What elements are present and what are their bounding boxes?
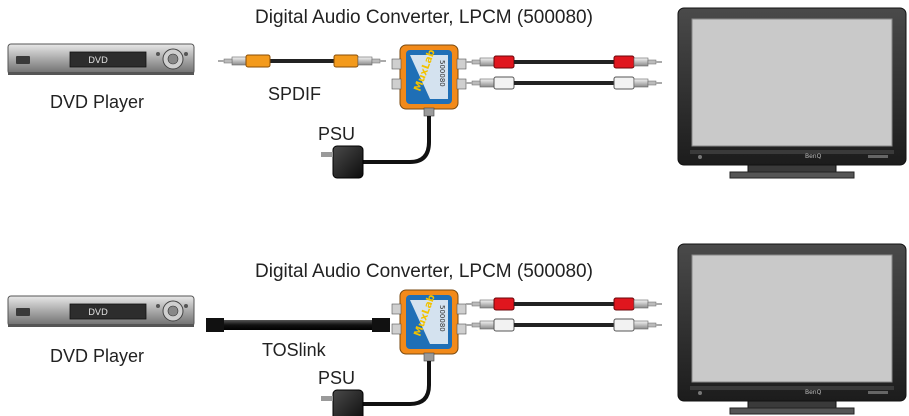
- tv-brand: BenQ: [805, 153, 822, 160]
- source-device-label: DVD Player: [50, 346, 144, 366]
- source-device-label: DVD Player: [50, 92, 144, 112]
- dvd-display-text: DVD: [88, 308, 108, 318]
- rca-red-cable: [465, 297, 663, 311]
- rca-red-cable: [465, 55, 663, 69]
- psu-cable: [362, 361, 431, 406]
- diagram-bottom: Digital Audio Converter, LPCM (500080) D…: [7, 243, 907, 416]
- tv-display-device: [677, 7, 907, 179]
- spdif-cable: [217, 54, 387, 68]
- psu-device: [320, 389, 364, 416]
- rca-white-cable: [465, 76, 663, 90]
- tv-display-device: [677, 243, 907, 415]
- toslink-cable: [206, 318, 390, 332]
- psu-label: PSU: [318, 124, 355, 144]
- diagram-top: Digital Audio Converter, LPCM (500080) D…: [7, 7, 907, 179]
- converter-model: 500080: [438, 60, 446, 87]
- cable-label: TOSlink: [262, 340, 327, 360]
- psu-label: PSU: [318, 368, 355, 388]
- dvd-display-text: DVD: [88, 56, 108, 66]
- cable-label: SPDIF: [268, 84, 321, 104]
- tv-brand: BenQ: [805, 389, 822, 396]
- converter-model: 500080: [438, 305, 446, 332]
- diagram-title: Digital Audio Converter, LPCM (500080): [255, 261, 593, 282]
- rca-white-cable: [465, 318, 663, 332]
- psu-cable: [362, 116, 431, 164]
- psu-device: [320, 145, 364, 179]
- diagram-title: Digital Audio Converter, LPCM (500080): [255, 7, 593, 28]
